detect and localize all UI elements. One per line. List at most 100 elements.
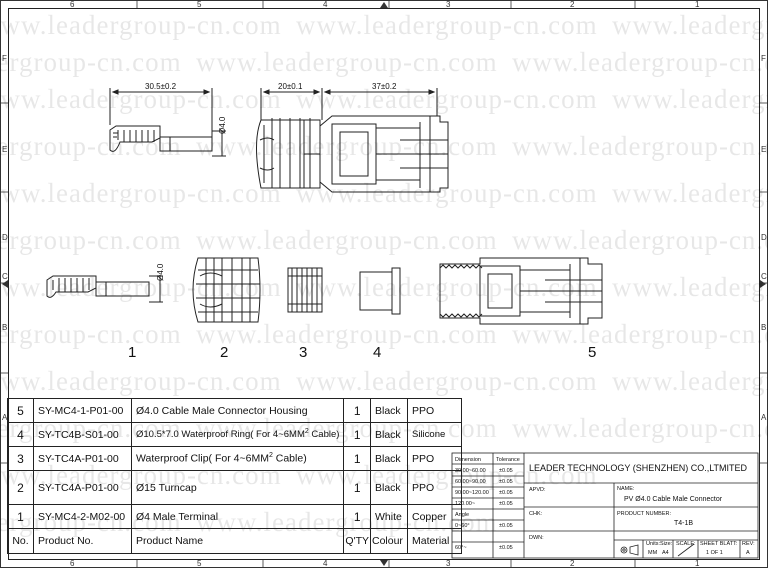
dim-housing-length: 37±0.2 — [372, 82, 397, 91]
bom-row: 3 SY-TC4A-P01-00 Waterproof Clip( For 4~… — [7, 446, 462, 471]
units-value: MM — [648, 550, 658, 556]
title-block-grid — [451, 452, 759, 559]
bom-row: 2 SY-TC4A-P01-00 Ø15 Turncap 1 Black PPO — [7, 470, 462, 505]
part-1-terminal — [46, 275, 163, 303]
part-4-ring — [359, 267, 401, 315]
bom-header-material: Material — [407, 528, 462, 554]
apvd-label: APVD: — [529, 487, 546, 493]
size-label: Size: — [660, 541, 673, 547]
size-value: A4 — [662, 550, 669, 556]
bom-product-name: Ø10.5*7.0 Waterproof Ring( For 4~6MM2 Ca… — [130, 422, 345, 447]
bom-product-name-text: Waterproof Clip( For 4~6MM — [136, 452, 269, 465]
units-label: Units: — [646, 541, 661, 547]
bom-qty: 1 — [343, 504, 371, 529]
bom-row: 1 SY-MC4-2-M02-00 Ø4 Male Terminal 1 Whi… — [7, 504, 462, 529]
bom-product-no: SY-TC4A-P01-00 — [33, 446, 132, 471]
company-name: LEADER TECHNOLOGY (SHENZHEN) CO.,LTMITED — [529, 463, 748, 473]
ruler-bottom-label: 4 — [323, 559, 328, 568]
bom-no: 3 — [7, 446, 34, 471]
ruler-left-label: D — [2, 233, 8, 242]
ruler-right-label: C — [761, 272, 767, 281]
ruler-bottom-label: 5 — [197, 559, 202, 568]
ruler-right-label: F — [761, 54, 766, 63]
tolerance-dim: 0~60° — [455, 523, 470, 529]
bom-no: 1 — [7, 504, 34, 529]
bom-material: Silicone — [407, 422, 462, 447]
ruler-top-label: 2 — [570, 0, 575, 9]
dim-terminal-diameter-2: Ø4.0 — [156, 263, 165, 281]
tolerance-tol: ±0.05 — [499, 501, 513, 507]
bom-product-name-tail: Cable) — [308, 429, 340, 441]
tolerance-header-tolerance: Tolerance — [496, 457, 520, 463]
product-number-label: PRODUCT NUMBER: — [617, 511, 671, 517]
bom-product-no: SY-MC4-1-P01-00 — [33, 398, 132, 423]
bom-colour: Black — [370, 446, 408, 471]
tolerance-tol: ±0.05 — [499, 468, 513, 474]
bom-product-name-text: Ø4.0 Cable Male Connector Housing — [136, 404, 308, 417]
ruler-top-label: 5 — [197, 0, 202, 9]
ruler-left-label: F — [2, 54, 7, 63]
chk-label: CHK: — [529, 511, 543, 517]
tolerance-tol: ±0.05 — [499, 545, 513, 551]
dim-terminal-diameter: Ø4.0 — [218, 116, 227, 134]
bom-product-name: Ø4.0 Cable Male Connector Housing — [130, 398, 345, 423]
tolerance-dim: Angle — [455, 512, 470, 518]
bom-material: PPO — [407, 446, 462, 471]
bom-product-name: Waterproof Clip( For 4~6MM2 Cable) — [130, 446, 345, 471]
bom-row: 5 SY-MC4-1-P01-00 Ø4.0 Cable Male Connec… — [7, 398, 462, 423]
ruler-left-label: C — [2, 272, 8, 281]
tolerance-dim: 120.00~ — [455, 501, 476, 507]
sheet-value: 1 OF 1 — [706, 550, 723, 556]
rev-label: REV: — [742, 541, 755, 547]
bom-header-product-name: Product Name — [130, 528, 345, 554]
name-label: NAME: — [617, 486, 635, 492]
bom-colour: White — [370, 504, 408, 529]
bom-product-name-text: Ø4 Male Terminal — [136, 510, 219, 523]
bom-product-no: SY-TC4A-P01-00 — [33, 470, 132, 505]
terminal-top-view — [109, 88, 226, 157]
bom-no: 2 — [7, 470, 34, 505]
bom-product-name-text: Ø15 Turncap — [136, 481, 197, 494]
bom-qty: 1 — [343, 398, 371, 423]
bom-colour: Black — [370, 470, 408, 505]
bom-product-name: Ø15 Turncap — [130, 470, 345, 505]
part-2-turncap — [192, 257, 261, 323]
dim-nut-length: 20±0.1 — [278, 82, 303, 91]
bom-row: 4 SY-TC4B-S01-00 Ø10.5*7.0 Waterproof Ri… — [7, 422, 462, 447]
ruler-right-label: A — [761, 413, 767, 422]
part-callout-4: 4 — [373, 344, 382, 361]
tolerance-dim: 90.00~120.00 — [455, 490, 489, 496]
tolerance-dim: 30.00~60.00 — [455, 468, 486, 474]
ruler-top-label: 6 — [70, 0, 75, 9]
part-callout-3: 3 — [299, 344, 308, 361]
bom-header-row: No. Product No. Product Name Q'TY Colour… — [7, 528, 462, 554]
bom-qty: 1 — [343, 422, 371, 447]
tolerance-tol: ±0.05 — [499, 490, 513, 496]
bom-product-no: SY-MC4-2-M02-00 — [33, 504, 132, 529]
ruler-right-label: E — [761, 145, 767, 154]
ruler-top-label: 1 — [695, 0, 700, 9]
ruler-left-label: A — [2, 413, 8, 422]
bom-material: PPO — [407, 398, 462, 423]
drawing-name: PV Ø4.0 Cable Male Connector — [624, 496, 723, 503]
part-callout-5: 5 — [588, 344, 597, 361]
ruler-left-label: B — [2, 323, 8, 332]
part-callout-2: 2 — [220, 344, 229, 361]
ruler-left-label: E — [2, 145, 8, 154]
bill-of-materials: 5 SY-MC4-1-P01-00 Ø4.0 Cable Male Connec… — [7, 398, 462, 554]
part-3-clip — [287, 267, 323, 313]
tolerance-dim: 60.00~90.00 — [455, 479, 486, 485]
ruler-right-label: B — [761, 323, 767, 332]
bom-colour: Black — [370, 398, 408, 423]
part-5-housing — [439, 257, 603, 325]
tolerance-tol: ±0.05 — [499, 479, 513, 485]
assembly-view — [256, 88, 449, 193]
ruler-bottom-label: 2 — [570, 559, 575, 568]
tolerance-dim: 60°~ — [455, 545, 467, 551]
tolerance-header-dimension: Dimension — [455, 457, 481, 463]
ruler-bottom-label: 6 — [70, 559, 75, 568]
bom-product-name-text: Ø10.5*7.0 Waterproof Ring( For 4~6MM — [136, 429, 305, 441]
bom-header-colour: Colour — [370, 528, 408, 554]
